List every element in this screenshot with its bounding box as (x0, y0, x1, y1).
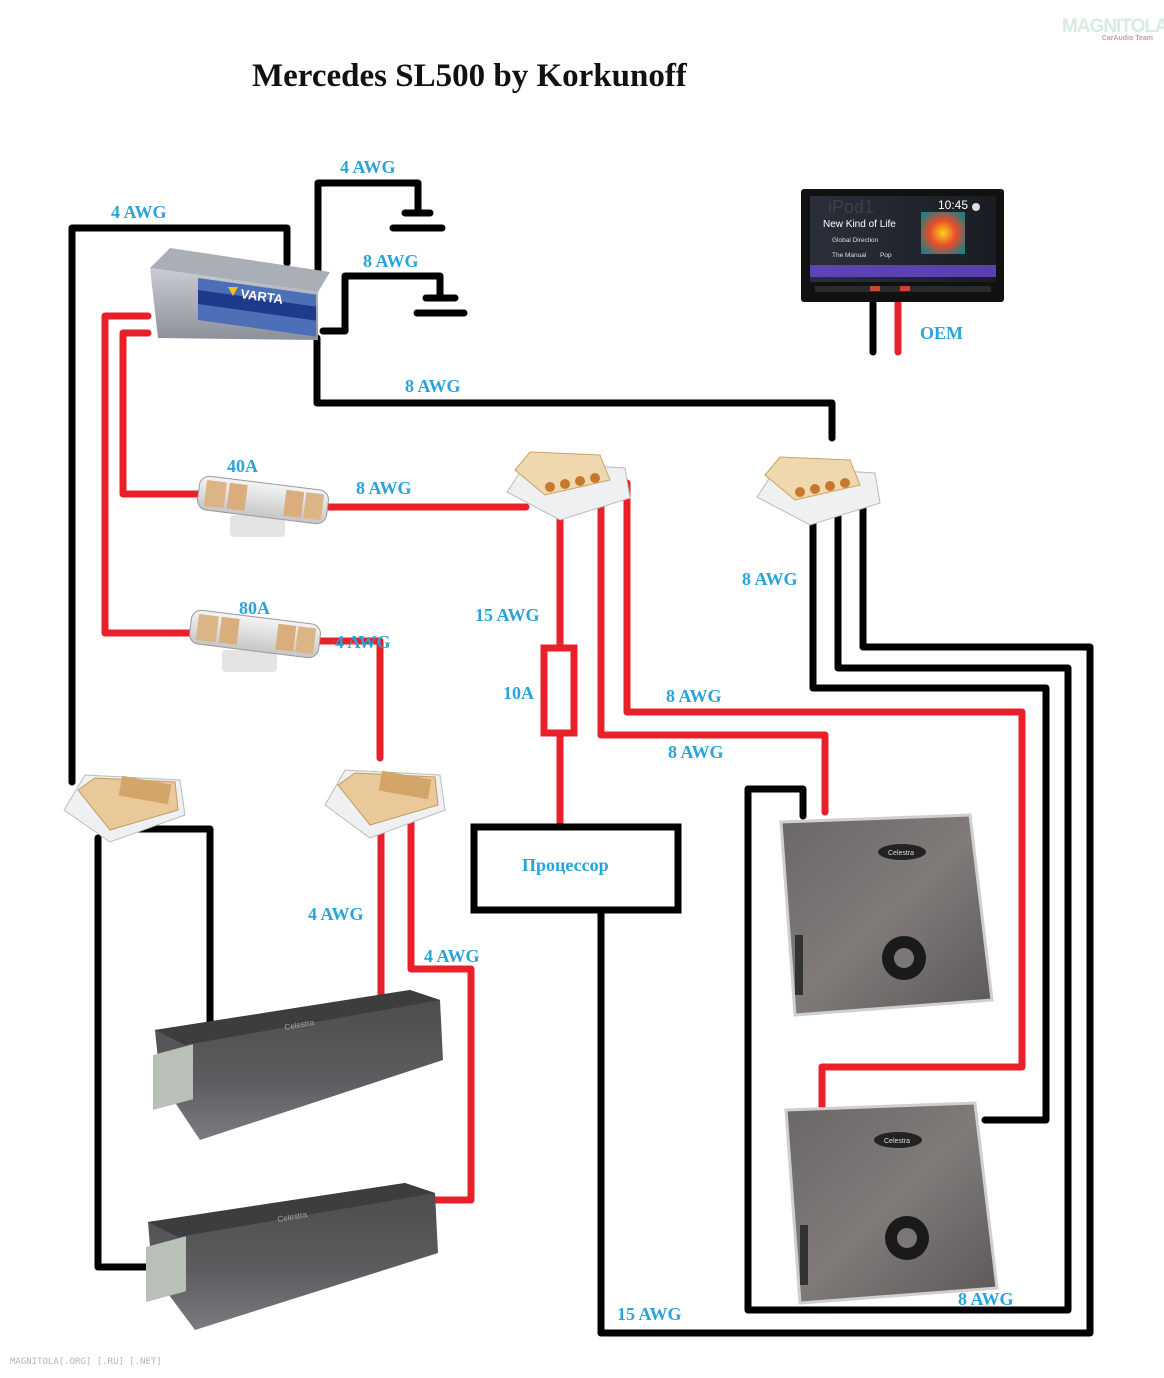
label-dist-to-mono2: 8 AWG (666, 686, 722, 706)
label-fuse80-to-dist: 4 AWG (335, 632, 391, 652)
hu-genre: Pop (880, 252, 892, 259)
monoblock-2: Celestra (784, 1101, 999, 1305)
label-fuse-80a: 80A (239, 598, 270, 618)
label-fuse-10a: 10A (503, 683, 534, 703)
label-processor-ground: 15 AWG (617, 1304, 682, 1324)
amplifier-2: Celestra (146, 1183, 438, 1330)
label-ground-second: 8 AWG (363, 251, 419, 271)
distribution-block-amp-positive (324, 769, 446, 839)
positive-wires (101, 299, 1026, 1204)
label-dist-to-mono1: 8 AWG (668, 742, 724, 762)
wire-dist-to-mono2-ground (744, 504, 1072, 1314)
fuse-10a-symbol (540, 644, 578, 737)
varta-logo-icon (228, 287, 238, 296)
wire-ground-top (314, 179, 422, 277)
ground-symbols (389, 209, 468, 317)
wire-dist-to-mono2 (623, 479, 1026, 1111)
battery: VARTA (150, 248, 330, 340)
label-amp-ground-bottom: 8 AWG (958, 1289, 1014, 1309)
watermark-logo-sub: CarAudio Team (1101, 35, 1153, 42)
settings-gear-icon (972, 203, 980, 211)
wire-fuse80-to-dist (314, 637, 384, 762)
label-battery-to-right-dist: 8 AWG (405, 376, 461, 396)
watermark-footer: MAGNITOLA[.ORG] [.RU] [.NET] (10, 1357, 162, 1367)
wire-ground-second (319, 272, 444, 335)
battery-brand: VARTA (240, 286, 285, 307)
mono2-brand: Celestra (884, 1138, 910, 1145)
processor-box (470, 823, 682, 914)
label-ground-top: 4 AWG (340, 157, 396, 177)
watermark-logo: MAGNITOLA CarAudio Team (1062, 16, 1164, 42)
processor-label: Процессор (522, 855, 609, 875)
distribution-block-right (756, 456, 881, 526)
fuse-holder-40a (197, 475, 329, 537)
ground-wires (68, 179, 1094, 1337)
wire-battery-ground-left (68, 224, 291, 786)
hu-clock: 10:45 (938, 198, 968, 212)
label-headunit-oem: OEM (920, 323, 963, 343)
distribution-block-center (506, 451, 631, 521)
hu-artist: Global Direction (832, 237, 879, 244)
wire-dist-to-mono1-ground (809, 515, 1050, 1124)
mono1-brand: Celestra (888, 850, 914, 857)
label-fuse40-to-dist: 8 AWG (356, 478, 412, 498)
diagram-title: Mercedes SL500 by Korkunoff (252, 58, 687, 94)
monoblock-1: Celestra (779, 813, 994, 1017)
wire-battery-to-right-dist (313, 334, 836, 442)
label-fuse-40a: 40A (227, 456, 258, 476)
wire-dist-to-amp2 (403, 808, 475, 1204)
wire-dist-to-mono1 (597, 489, 829, 816)
label-right-dist-down: 8 AWG (742, 569, 798, 589)
head-unit: New Kind of Life Global Direction The Ma… (801, 189, 1004, 302)
amplifier-1: Celestra (153, 990, 443, 1140)
hu-source: iPod1 (828, 197, 874, 217)
label-dist-to-amp2: 4 AWG (424, 946, 480, 966)
label-dist-to-amp1: 4 AWG (308, 904, 364, 924)
wire-processor-ground (597, 489, 1094, 1337)
label-battery-ground-left: 4 AWG (111, 202, 167, 222)
wire-battery-to-fuse80 (101, 312, 197, 637)
label-dist-to-processor: 15 AWG (475, 605, 540, 625)
wire-battery-to-fuse40 (119, 329, 204, 498)
hu-track: New Kind of Life (823, 219, 896, 230)
fuse-holder-80a (189, 609, 321, 672)
hu-album: The Manual (832, 252, 867, 259)
wire-dist-to-amp1-ground (123, 825, 214, 1026)
watermark-logo-main: MAGNITOLA (1062, 16, 1164, 37)
wire-dist-to-amp2-ground (94, 834, 159, 1271)
distribution-block-left (63, 774, 186, 843)
